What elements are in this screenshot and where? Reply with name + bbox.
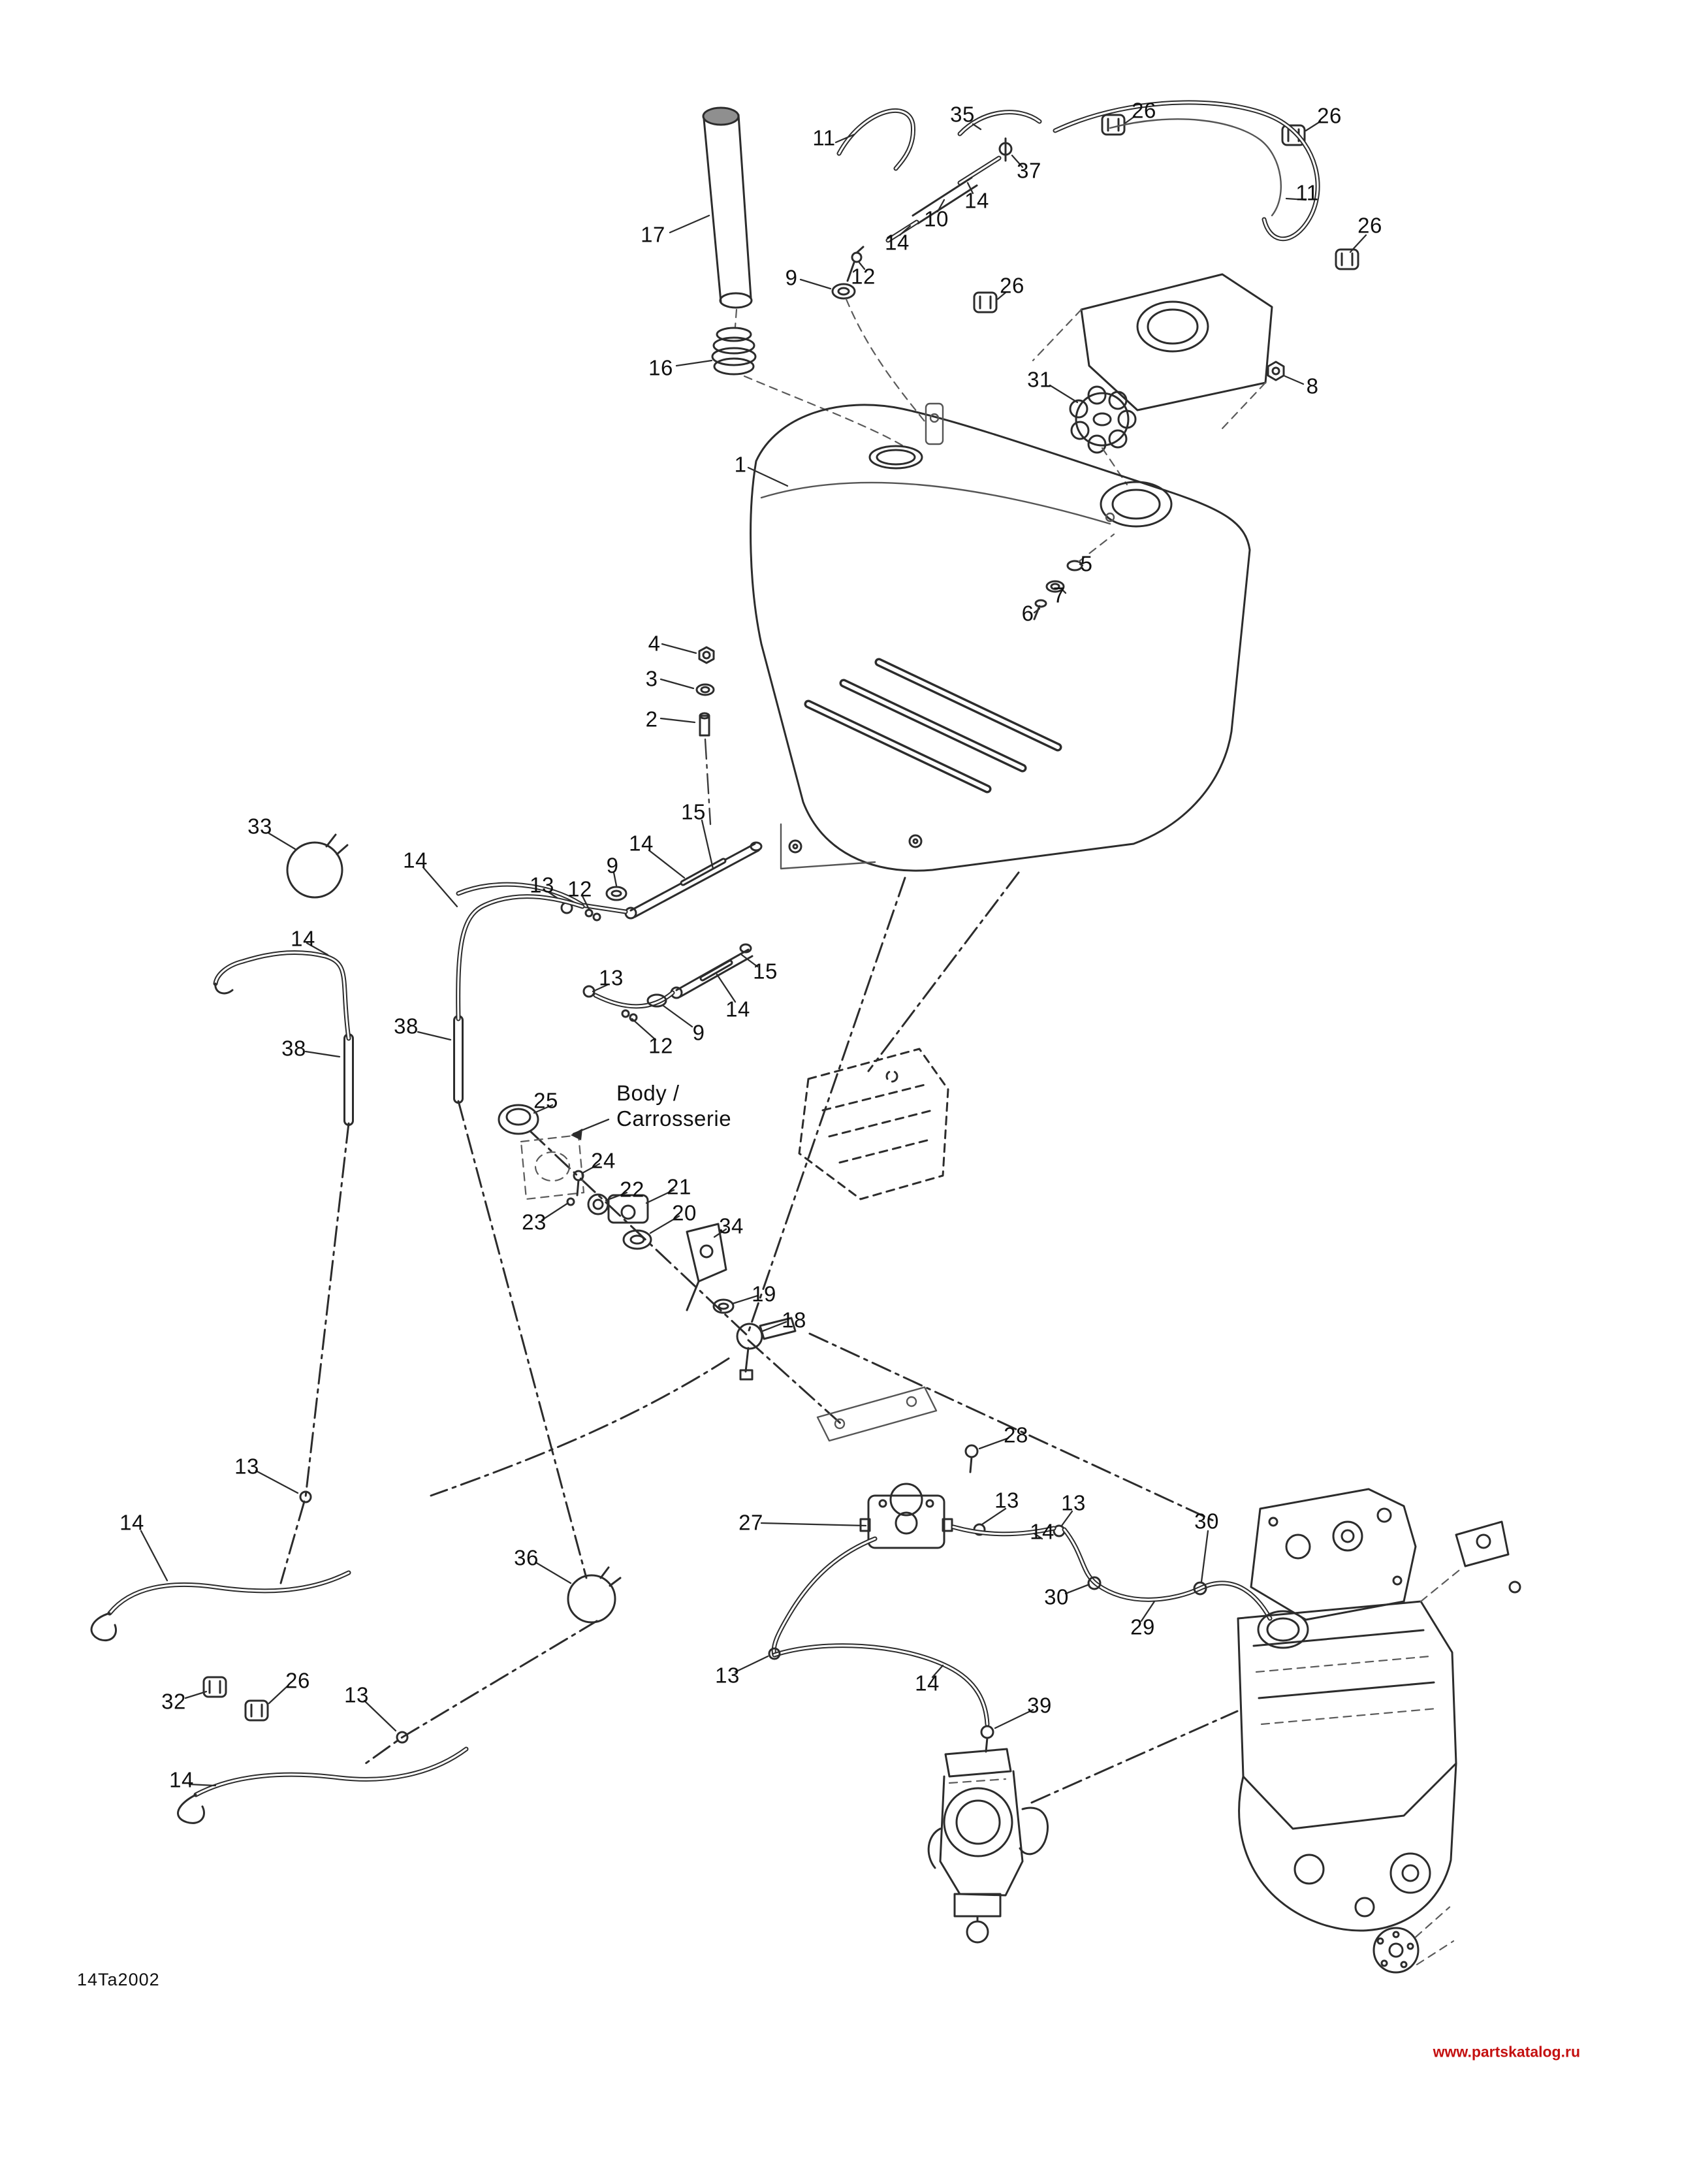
callout-9: 9 bbox=[692, 1020, 705, 1045]
callout-13: 13 bbox=[530, 873, 554, 897]
callout-14: 14 bbox=[291, 926, 315, 951]
body-arrow bbox=[571, 1118, 610, 1140]
callout-12: 12 bbox=[567, 876, 592, 901]
console-bracket bbox=[1032, 273, 1273, 430]
callout-15: 15 bbox=[681, 799, 706, 824]
callout-14: 14 bbox=[629, 831, 654, 856]
fuel-lines bbox=[456, 841, 763, 1022]
body-label: Body / Carrosserie bbox=[616, 1081, 732, 1131]
callout-9: 9 bbox=[785, 265, 798, 290]
callout-15: 15 bbox=[753, 959, 778, 984]
callout-21: 21 bbox=[667, 1174, 691, 1199]
callout-39: 39 bbox=[1027, 1693, 1052, 1718]
callout-13: 13 bbox=[1061, 1490, 1086, 1515]
callout-26: 26 bbox=[285, 1668, 310, 1693]
callout-36: 36 bbox=[514, 1545, 539, 1570]
callout-30: 30 bbox=[1194, 1509, 1219, 1534]
callout-3: 3 bbox=[645, 666, 658, 691]
callout-37: 37 bbox=[1017, 158, 1041, 183]
callout-8: 8 bbox=[1306, 374, 1319, 398]
callout-30: 30 bbox=[1044, 1584, 1069, 1609]
callout-14: 14 bbox=[169, 1767, 194, 1792]
routing-axes bbox=[279, 871, 1239, 1804]
callout-25: 25 bbox=[533, 1088, 558, 1113]
callout-12: 12 bbox=[648, 1033, 673, 1058]
callout-6: 6 bbox=[1021, 601, 1034, 626]
callout-14: 14 bbox=[403, 848, 428, 873]
callout-2: 2 bbox=[645, 707, 658, 731]
fuel-cap bbox=[1069, 385, 1137, 486]
callout-32: 32 bbox=[161, 1689, 186, 1714]
callout-38: 38 bbox=[281, 1036, 306, 1061]
callout-14: 14 bbox=[119, 1510, 144, 1535]
vent-hose-right bbox=[1053, 100, 1320, 242]
engine bbox=[1237, 1488, 1521, 1974]
watermark-text: www.partskatalog.ru bbox=[1433, 2043, 1580, 2061]
fastener-stack bbox=[695, 646, 715, 826]
callout-5: 5 bbox=[1080, 551, 1093, 576]
callout-27: 27 bbox=[738, 1510, 763, 1535]
filler-grommet bbox=[711, 327, 904, 447]
tank-cap-gasket bbox=[498, 1104, 585, 1200]
callout-14: 14 bbox=[885, 230, 910, 255]
callout-28: 28 bbox=[1004, 1422, 1028, 1447]
fuel-tank bbox=[750, 402, 1251, 872]
callout-23: 23 bbox=[522, 1210, 547, 1234]
callout-14: 14 bbox=[964, 188, 989, 213]
callout-10: 10 bbox=[924, 206, 949, 231]
pickup-tubes bbox=[213, 833, 585, 1126]
callout-38: 38 bbox=[394, 1014, 419, 1038]
body-panel bbox=[798, 1048, 949, 1200]
callout-14: 14 bbox=[915, 1671, 940, 1695]
diagram-code: 14Ta2002 bbox=[77, 1970, 160, 1990]
callout-22: 22 bbox=[620, 1177, 644, 1202]
vent-hose-left bbox=[836, 108, 915, 171]
nut-8 bbox=[1267, 361, 1285, 381]
callout-26: 26 bbox=[1000, 273, 1024, 298]
filler-tube bbox=[702, 106, 753, 328]
callout-11: 11 bbox=[812, 125, 836, 150]
clamp-36 bbox=[567, 1566, 622, 1624]
vent-fittings bbox=[831, 110, 1042, 426]
callout-26: 26 bbox=[1317, 103, 1342, 128]
callout-9: 9 bbox=[606, 853, 619, 878]
callout-13: 13 bbox=[994, 1488, 1019, 1513]
callout-24: 24 bbox=[591, 1148, 616, 1173]
callout-14: 14 bbox=[725, 997, 750, 1021]
callout-31: 31 bbox=[1027, 367, 1052, 392]
callout-11: 11 bbox=[1295, 180, 1319, 205]
callout-17: 17 bbox=[641, 222, 665, 247]
callout-7: 7 bbox=[1053, 583, 1066, 607]
callout-13: 13 bbox=[715, 1663, 740, 1688]
callout-26: 26 bbox=[1132, 98, 1156, 123]
callout-13: 13 bbox=[344, 1682, 369, 1707]
callout-16: 16 bbox=[648, 355, 673, 380]
callout-14: 14 bbox=[1030, 1519, 1055, 1544]
callout-13: 13 bbox=[599, 965, 624, 990]
callout-4: 4 bbox=[648, 631, 661, 656]
pump-hoses bbox=[768, 1523, 1273, 1753]
callout-13: 13 bbox=[234, 1454, 259, 1479]
callout-33: 33 bbox=[247, 814, 272, 839]
callout-12: 12 bbox=[851, 264, 876, 289]
spring-clips bbox=[202, 114, 1359, 1722]
callout-35: 35 bbox=[950, 102, 975, 127]
callout-29: 29 bbox=[1130, 1614, 1155, 1639]
callout-1: 1 bbox=[734, 452, 747, 477]
bottom-left-hoses bbox=[90, 1490, 469, 1824]
callout-20: 20 bbox=[672, 1200, 697, 1225]
callout-26: 26 bbox=[1357, 213, 1382, 238]
carburetor bbox=[927, 1748, 1049, 1944]
fuel-valve-cluster bbox=[566, 1170, 797, 1381]
callout-19: 19 bbox=[752, 1281, 776, 1306]
callout-34: 34 bbox=[719, 1213, 744, 1238]
callout-18: 18 bbox=[782, 1308, 806, 1332]
